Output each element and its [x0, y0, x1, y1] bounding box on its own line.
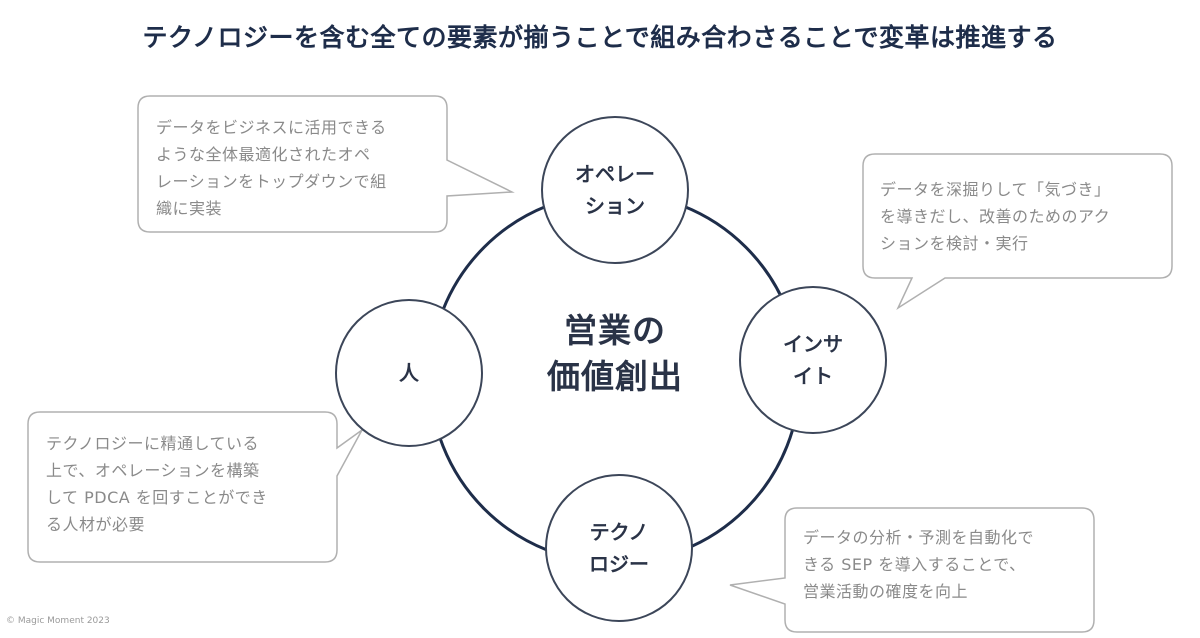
bubble-operation-text: データをビジネスに活用できる ような全体最適化されたオペ レーションをトップダウ… [156, 114, 441, 222]
bubble-people-line1: テクノロジーに精通している [46, 434, 260, 453]
copyright-footer: © Magic Moment 2023 [6, 616, 110, 626]
center-label-line1: 営業の [564, 311, 666, 350]
node-insight-label: インサ イト [740, 287, 886, 433]
bubble-insight-shape [862, 153, 1173, 311]
bubble-insight-line3: ションを検討・実行 [880, 234, 1029, 253]
node-operation-label: オペレー ション [542, 117, 688, 263]
bubble-people-line4: る人材が必要 [46, 515, 146, 534]
node-technology-label: テクノ ロジー [546, 475, 692, 621]
node-technology-circle [545, 474, 693, 622]
node-people-label: 人 [336, 300, 482, 446]
center-label-line2: 価値創出 [547, 357, 683, 396]
node-operation-line1: オペレー [575, 162, 655, 186]
node-people-line1: 人 [399, 361, 419, 385]
bubble-insight-line2: を導きだし、改善のためのアク [880, 207, 1111, 226]
bubble-insight-text: データを深掘りして「気づき」 を導きだし、改善のためのアク ションを検討・実行 [880, 176, 1165, 257]
bubble-people-shape [27, 411, 363, 563]
node-operation-circle [541, 116, 689, 264]
bubble-operation-line3: レーションをトップダウンで組 [156, 172, 387, 191]
bubble-technology-text: データの分析・予測を自動化で きる SEP を導入することで、 営業活動の確度を… [803, 524, 1088, 605]
node-insight-line1: インサ [783, 332, 843, 356]
node-insight-line2: イト [793, 364, 833, 388]
bubble-people-line3: して PDCA を回すことができ [46, 488, 268, 507]
bubble-operation-line4: 織に実装 [156, 199, 223, 218]
center-label: 営業の 価値創出 [515, 308, 715, 400]
bubble-operation-line1: データをビジネスに活用できる [156, 118, 387, 137]
bubble-insight-line1: データを深掘りして「気づき」 [880, 180, 1111, 199]
bubble-technology-line1: データの分析・予測を自動化で [803, 528, 1035, 547]
bubble-people-line2: 上で、オペレーションを構築 [46, 461, 260, 480]
bubble-technology-line3: 営業活動の確度を向上 [803, 582, 969, 601]
node-technology-line1: テクノ [589, 520, 649, 544]
bubble-operation-shape [137, 95, 515, 233]
node-technology-line2: ロジー [589, 552, 649, 576]
bubble-operation-line2: ような全体最適化されたオペ [156, 145, 371, 164]
bubble-technology-shape [729, 507, 1095, 633]
node-insight-circle [739, 286, 887, 434]
bubble-people-text: テクノロジーに精通している 上で、オペレーションを構築 して PDCA を回すこ… [46, 430, 331, 538]
page-title: テクノロジーを含む全ての要素が揃うことで組み合わさることで変革は推進する [142, 23, 1058, 52]
node-people-circle [335, 299, 483, 447]
node-operation-line2: ション [585, 194, 645, 218]
bubble-technology-line2: きる SEP を導入することで、 [803, 555, 1026, 574]
